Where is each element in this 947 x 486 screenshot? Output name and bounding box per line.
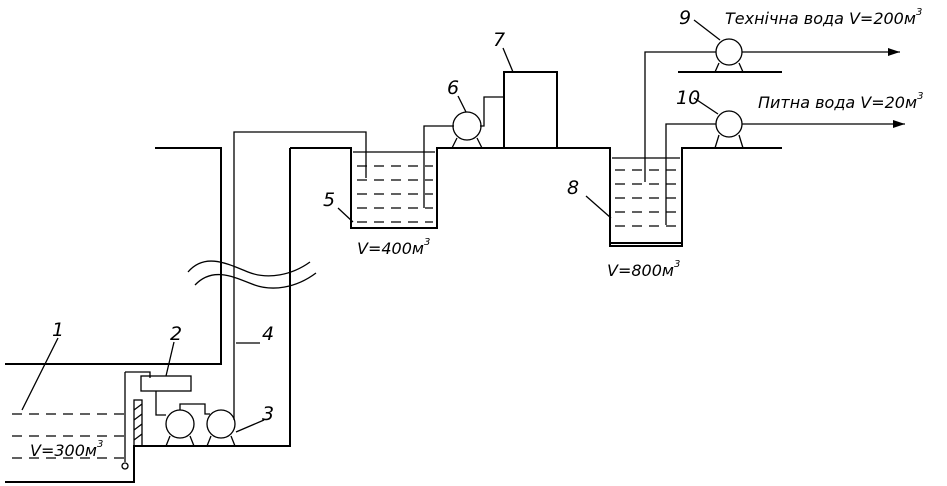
label-4: 4 (262, 323, 274, 345)
pump-10 (714, 110, 905, 149)
break-symbol-2 (194, 272, 317, 289)
label-6: 6 (447, 77, 459, 99)
volume-tank-5: V=400м3 (357, 237, 430, 258)
facility-7 (503, 71, 558, 149)
label-2: 2 (170, 323, 182, 345)
tank-5-water (353, 151, 435, 223)
label-9: 9 (679, 7, 691, 29)
pumps-3 (165, 403, 236, 447)
label-10: 10 (676, 87, 700, 109)
tank-8-pipe-technical (644, 51, 716, 182)
output-technical-water: Технічна вода V=200м3 (725, 7, 922, 28)
ground-profile-top (290, 147, 782, 247)
riser-pipe-4 (233, 131, 367, 420)
volume-reservoir-1: V=300м3 (30, 439, 103, 460)
label-5: 5 (323, 189, 335, 211)
label-8: 8 (567, 177, 579, 199)
intake-screen (133, 399, 143, 447)
float-valve (121, 372, 129, 470)
pump-9 (678, 38, 900, 73)
device-2-pipe (155, 391, 166, 416)
ground-profile (5, 147, 291, 483)
label-7: 7 (493, 29, 505, 51)
label-1: 1 (52, 319, 64, 341)
volume-tank-8: V=800м3 (607, 259, 680, 280)
output-drinking-water: Питна вода V=20м3 (758, 91, 923, 112)
leader-lines (21, 19, 721, 433)
device-2 (140, 375, 192, 392)
tank-8-pipe-drinking (665, 123, 716, 225)
reservoir-water (12, 413, 130, 459)
intake-pipe (125, 371, 151, 378)
break-symbol (187, 260, 311, 277)
pump-6 (423, 96, 504, 208)
tank-8-water (610, 157, 682, 244)
label-3: 3 (262, 403, 274, 425)
